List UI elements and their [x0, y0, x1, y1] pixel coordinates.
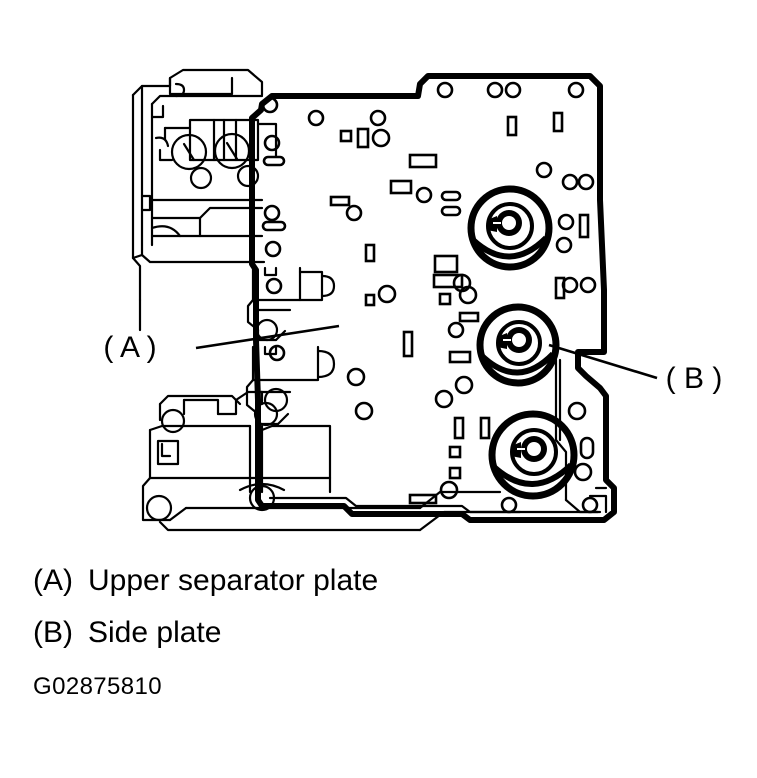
plate-holes: [261, 81, 599, 514]
legend-row-a: (A) Upper separator plate: [0, 555, 757, 607]
callout-a-label: ( A ): [103, 331, 156, 364]
callout-b: ( B ): [548, 343, 723, 395]
legend-key-a: (A): [33, 564, 73, 597]
upper-separator-plate: [249, 73, 617, 523]
boss-group: [467, 185, 578, 500]
legend-label-a: Upper separator plate: [88, 564, 379, 597]
figure-code: G02875810: [33, 673, 163, 700]
legend-key-b: (B): [33, 616, 73, 649]
callout-a: ( A ): [103, 324, 340, 364]
upper-boss: [467, 185, 553, 271]
middle-boss: [476, 303, 560, 387]
legend: (A) Upper separator plate (B) Side plate: [0, 555, 757, 659]
legend-row-b: (B) Side plate: [0, 607, 757, 659]
callout-b-leader-line: [548, 343, 658, 380]
plate-bottom-lip: [268, 486, 608, 514]
callout-b-label: ( B ): [666, 362, 723, 395]
legend-label-b: Side plate: [88, 616, 222, 649]
callout-a-leader-line: [195, 324, 340, 350]
lower-boss: [488, 410, 578, 500]
valve-body-casting: [131, 68, 522, 532]
